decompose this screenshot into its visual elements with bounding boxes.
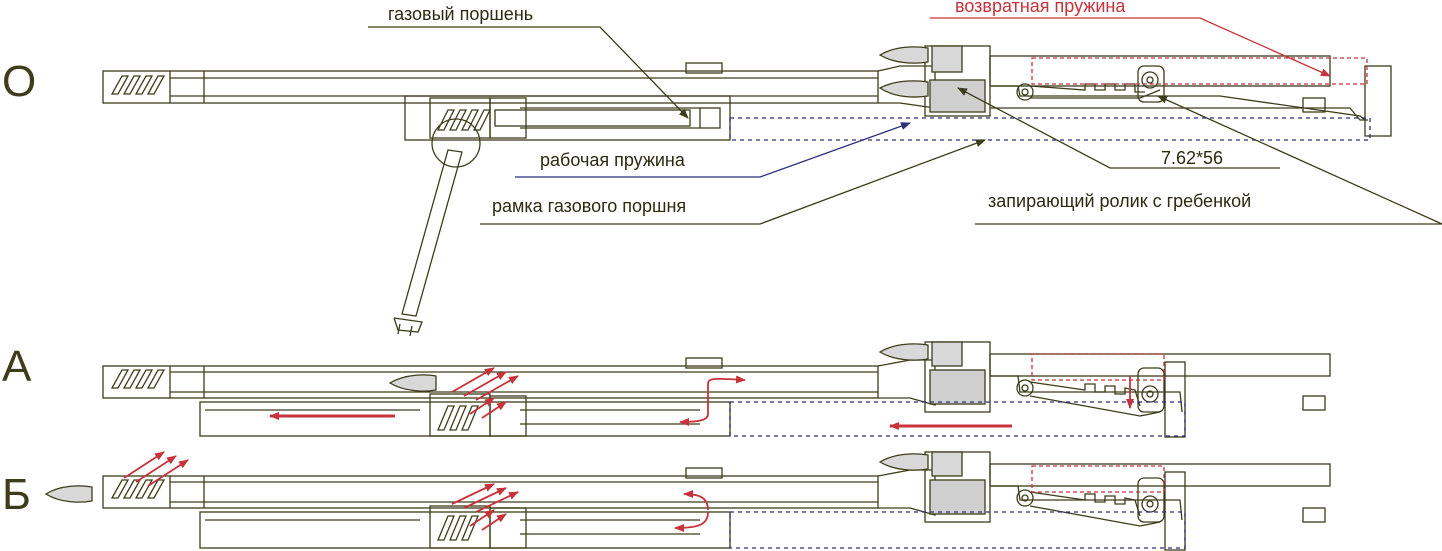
label-locking-roller: запирающий ролик с гребенкой xyxy=(988,191,1252,211)
stage-b-mechanism xyxy=(44,451,1331,551)
stage-o-leaders xyxy=(368,17,1442,225)
bullet-in-barrel xyxy=(388,374,437,392)
stage-a-mechanism xyxy=(102,341,1331,438)
return-spring xyxy=(1031,57,1368,85)
working-spring xyxy=(729,117,1371,141)
label-return-spring: возвратная пружина xyxy=(955,0,1126,16)
bipod xyxy=(393,118,481,337)
label-working-spring: рабочая пружина xyxy=(540,150,685,170)
stage-label-b: Б xyxy=(2,470,31,519)
stage-o-mechanism xyxy=(102,45,1392,337)
bullet-exiting xyxy=(44,485,93,503)
muzzle-brake xyxy=(110,75,166,95)
stage-label-o: О xyxy=(2,57,37,106)
stage-a-flow-arrows xyxy=(269,367,1134,430)
gas-piston xyxy=(494,109,691,127)
label-cartridge: 7.62*56 xyxy=(1161,148,1224,168)
label-gas-piston: газовый поршень xyxy=(388,4,534,24)
stage-b-flow-arrows xyxy=(123,451,709,532)
stage-label-a: А xyxy=(2,342,32,391)
cartridge-upper xyxy=(878,46,929,64)
label-gas-piston-frame: рамка газового поршня xyxy=(492,196,687,216)
cartridge-lower xyxy=(878,80,929,98)
gas-block xyxy=(429,97,527,139)
